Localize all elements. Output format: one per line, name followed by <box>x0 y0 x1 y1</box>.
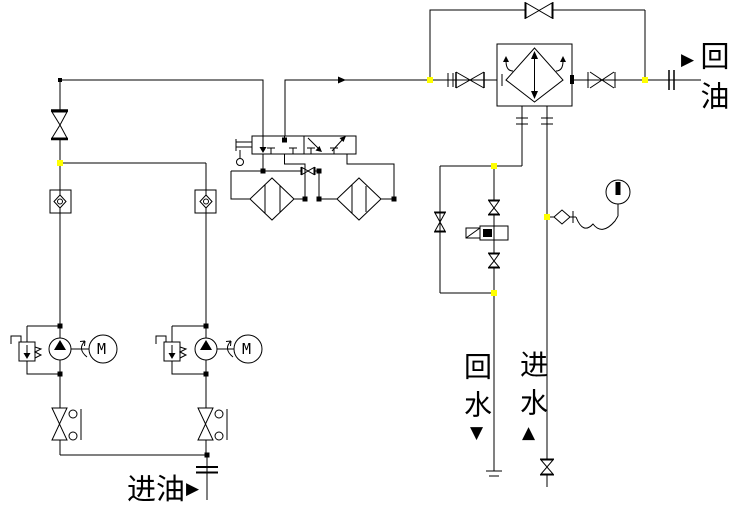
junction-dots <box>57 78 397 458</box>
pipe <box>230 171 394 200</box>
pump-icon <box>48 337 72 361</box>
rotation-arrow-icon <box>225 340 234 358</box>
inlet-water-arrow-icon: ▲ <box>522 423 536 443</box>
check-valve-icon <box>49 189 72 214</box>
pipe <box>59 213 207 338</box>
inlet-oil-arrow-icon: ▶ <box>186 479 200 499</box>
water-valve-icon <box>487 252 501 269</box>
orifice-icon <box>553 209 571 225</box>
return-water-arrow-icon: ▼ <box>470 423 484 443</box>
isolation-valve-icon <box>447 71 485 89</box>
pipe <box>284 79 497 136</box>
filter-icon <box>249 177 295 221</box>
gate-valve-icon <box>51 109 68 141</box>
water-port-ticks <box>516 117 553 125</box>
pipe <box>26 325 61 408</box>
water-bypass-valve-icon <box>434 211 446 233</box>
return-oil-flange-icon <box>668 70 675 90</box>
grip-points <box>57 77 648 296</box>
pipe <box>439 106 523 294</box>
pipe <box>231 170 337 200</box>
check-valve-icon <box>194 189 217 214</box>
thermometer-icon <box>553 179 631 225</box>
water-flow-hook-icon <box>555 60 564 72</box>
isolation-valve-icon <box>587 71 616 89</box>
inlet-oil-flange-icon <box>196 466 218 474</box>
flow-arrow-icon <box>338 76 346 84</box>
solenoid-valve-icon <box>465 225 509 241</box>
changeover-valve-icon <box>251 135 357 155</box>
return-oil-label: 回油 <box>696 41 730 121</box>
water-flow-hook-icon <box>505 60 514 72</box>
shutoff-valve-icon <box>51 407 82 441</box>
motor-icon <box>71 334 118 364</box>
return-water-end <box>486 470 502 477</box>
pump-icon <box>194 337 218 361</box>
pipe <box>60 79 264 136</box>
equalizing-valve-icon <box>300 166 316 176</box>
return-water-label: 回水 <box>460 352 493 428</box>
inlet-water-valve-icon <box>539 458 555 476</box>
relief-valve-icon <box>155 335 188 362</box>
motor-label: M <box>97 340 107 358</box>
pipe-bypass <box>429 9 646 80</box>
filter-icon <box>336 177 382 221</box>
inlet-oil-label: 进油 <box>127 472 186 506</box>
pipe <box>59 80 207 190</box>
inlet-water-label: 进水 <box>516 350 549 426</box>
motor-icon <box>217 334 263 364</box>
valve-lever-icon <box>235 139 252 166</box>
return-oil-arrow-icon: ▶ <box>681 50 695 70</box>
capillary-line <box>575 204 619 230</box>
pipe <box>171 325 207 408</box>
pipe <box>262 154 395 199</box>
heat-exchanger-icon <box>496 43 574 125</box>
pipe <box>59 440 208 500</box>
motor-label: M <box>242 340 252 358</box>
shutoff-valve-icon <box>197 407 228 441</box>
bypass-valve-icon <box>524 2 554 19</box>
relief-valve-icon <box>10 335 43 362</box>
water-valve-icon <box>487 199 501 216</box>
rotation-arrow-icon <box>79 340 88 358</box>
oil-pipes <box>26 9 701 500</box>
